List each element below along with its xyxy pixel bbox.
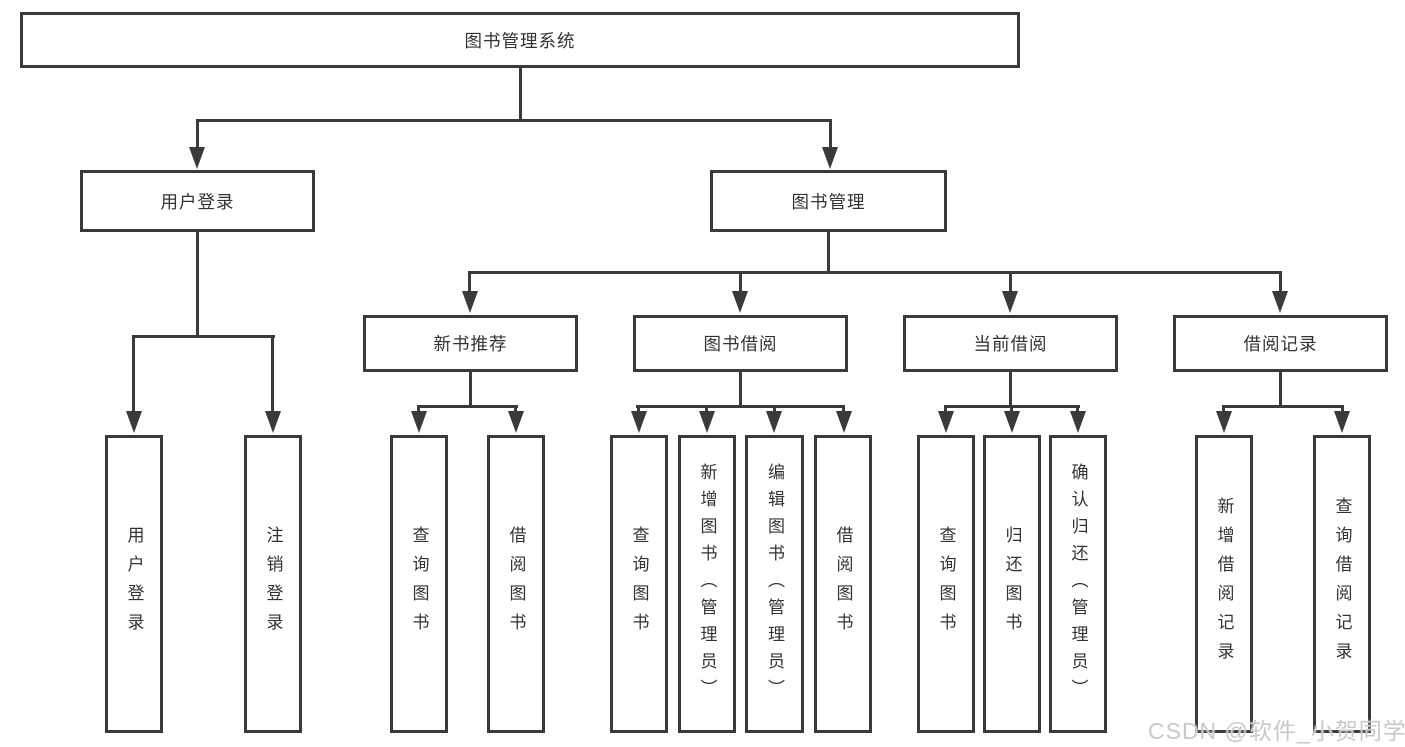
leaf-label: 新增借阅记录 — [1214, 497, 1234, 671]
node-book-borrowing: 图书借阅 — [633, 315, 848, 372]
csdn-watermark: CSDN @软件_小贺同学 — [1148, 718, 1405, 744]
leaf-label: 归还图书 — [1002, 526, 1022, 642]
connector-line — [468, 271, 1282, 274]
node-new-book-recommend: 新书推荐 — [363, 315, 578, 372]
arrow-down-icon — [265, 411, 281, 433]
arrow-down-icon — [189, 147, 205, 169]
connector-line — [514, 405, 517, 414]
leaf-confirm-return-admin: 确认归还（管理员） — [1049, 435, 1107, 733]
leaf-label: 查询图书 — [409, 526, 429, 642]
arrow-down-icon — [1334, 411, 1350, 433]
leaf-label: 确认归还（管理员） — [1068, 462, 1088, 706]
connector-line — [1009, 271, 1012, 295]
arrow-down-icon — [508, 411, 524, 433]
connector-line — [1010, 405, 1013, 414]
arrow-down-icon — [631, 411, 647, 433]
leaf-label: 注销登录 — [263, 526, 283, 642]
connector-line — [132, 335, 275, 338]
leaf-edit-books-admin: 编辑图书（管理员） — [745, 435, 804, 733]
connector-line — [417, 405, 420, 414]
connector-line — [196, 232, 199, 337]
leaf-label: 借阅图书 — [506, 526, 526, 642]
arrow-down-icon — [836, 411, 852, 433]
leaf-return-books: 归还图书 — [983, 435, 1041, 733]
connector-line — [417, 405, 518, 408]
connector-line — [1279, 271, 1282, 295]
connector-line — [1279, 372, 1282, 408]
connector-line — [1341, 405, 1344, 414]
connector-line — [271, 335, 274, 413]
leaf-user-login: 用户登录 — [105, 435, 163, 733]
arrow-down-icon — [1002, 291, 1018, 313]
leaf-label: 用户登录 — [124, 526, 144, 642]
connector-line — [1009, 372, 1012, 408]
leaf-query-books-current: 查询图书 — [917, 435, 975, 733]
connector-line — [1076, 405, 1079, 414]
connector-line — [1222, 405, 1225, 414]
connector-line — [1222, 405, 1344, 408]
arrow-down-icon — [938, 411, 954, 433]
arrow-down-icon — [1070, 411, 1086, 433]
arrow-down-icon — [1216, 411, 1232, 433]
leaf-label: 借阅图书 — [833, 526, 853, 642]
leaf-query-books-borrowing: 查询图书 — [610, 435, 668, 733]
connector-line — [132, 335, 135, 413]
connector-line — [739, 372, 742, 408]
node-borrow-records: 借阅记录 — [1173, 315, 1388, 372]
node-library-management-system: 图书管理系统 — [20, 12, 1020, 68]
connector-line — [827, 232, 830, 273]
connector-line — [773, 405, 776, 414]
arrow-down-icon — [766, 411, 782, 433]
connector-line — [739, 271, 742, 295]
leaf-borrow-books-borrowing: 借阅图书 — [814, 435, 872, 733]
connector-line — [829, 119, 832, 149]
connector-line — [196, 119, 199, 149]
connector-line — [519, 68, 522, 121]
connector-line — [842, 405, 845, 414]
leaf-query-books-recommend: 查询图书 — [390, 435, 448, 733]
arrow-down-icon — [462, 291, 478, 313]
connector-line — [637, 405, 640, 414]
leaf-label: 查询图书 — [629, 526, 649, 642]
leaf-label: 查询图书 — [936, 526, 956, 642]
arrow-down-icon — [126, 411, 142, 433]
node-user-login: 用户登录 — [80, 170, 315, 232]
arrow-down-icon — [1004, 411, 1020, 433]
arrow-down-icon — [1272, 291, 1288, 313]
arrow-down-icon — [699, 411, 715, 433]
leaf-borrow-books-recommend: 借阅图书 — [487, 435, 545, 733]
connector-line — [196, 119, 832, 122]
leaf-add-borrow-record: 新增借阅记录 — [1195, 435, 1253, 733]
node-book-management: 图书管理 — [710, 170, 947, 232]
connector-line — [944, 405, 947, 414]
leaf-label: 查询借阅记录 — [1332, 497, 1352, 671]
leaf-label: 新增图书（管理员） — [697, 462, 717, 706]
connector-line — [636, 405, 845, 408]
arrow-down-icon — [822, 147, 838, 169]
connector-line — [705, 405, 708, 414]
connector-line — [468, 271, 471, 295]
connector-line — [469, 372, 472, 408]
leaf-label: 编辑图书（管理员） — [765, 462, 784, 706]
leaf-query-borrow-record: 查询借阅记录 — [1313, 435, 1371, 733]
leaf-logout: 注销登录 — [244, 435, 302, 733]
arrow-down-icon — [732, 291, 748, 313]
arrow-down-icon — [411, 411, 427, 433]
node-current-borrowing: 当前借阅 — [903, 315, 1118, 372]
leaf-add-books-admin: 新增图书（管理员） — [678, 435, 736, 733]
